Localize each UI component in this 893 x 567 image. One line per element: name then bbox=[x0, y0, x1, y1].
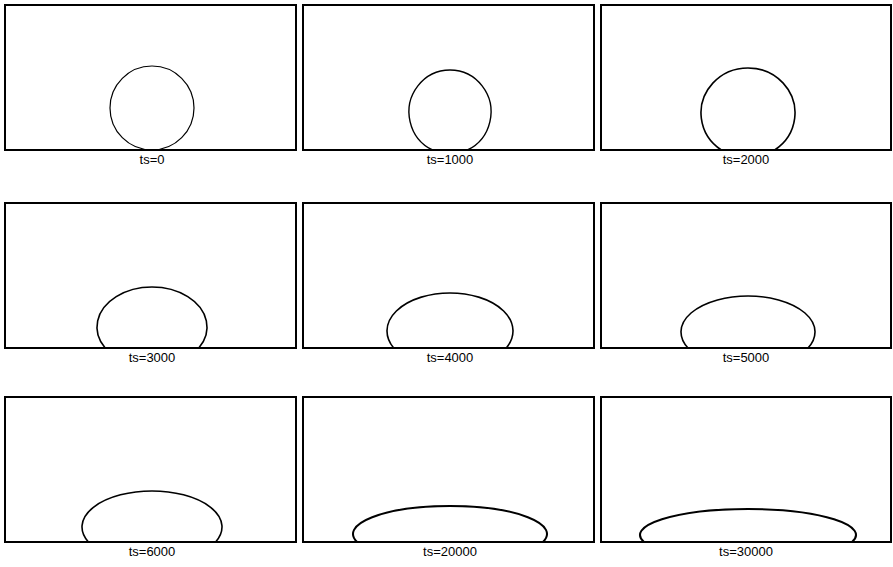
droplet-outline bbox=[353, 506, 547, 542]
droplet-outline bbox=[82, 491, 222, 542]
time-step-caption: ts=2000 bbox=[723, 152, 770, 168]
time-step-caption: ts=1000 bbox=[427, 152, 474, 168]
panel-frame bbox=[303, 397, 594, 542]
panel bbox=[303, 203, 594, 348]
time-step-caption: ts=30000 bbox=[719, 544, 773, 560]
time-step-caption: ts=20000 bbox=[423, 544, 477, 560]
time-step-caption: ts=3000 bbox=[129, 350, 176, 366]
panel-frame bbox=[303, 5, 594, 150]
time-step-caption: ts=0 bbox=[140, 152, 165, 168]
panel bbox=[5, 5, 296, 150]
panel bbox=[601, 5, 891, 150]
droplet-outline bbox=[97, 287, 207, 348]
panel bbox=[5, 397, 296, 542]
panel-frame bbox=[601, 203, 891, 348]
panel bbox=[601, 203, 891, 348]
droplet-outline bbox=[110, 66, 194, 150]
panel bbox=[601, 397, 891, 542]
panel-frame bbox=[303, 203, 594, 348]
panel-frame bbox=[5, 5, 296, 150]
panel-frame bbox=[5, 203, 296, 348]
droplet-outline bbox=[640, 509, 856, 542]
panel-frame bbox=[601, 397, 891, 542]
droplet-outline bbox=[387, 293, 513, 348]
time-step-caption: ts=4000 bbox=[427, 350, 474, 366]
panel bbox=[303, 397, 594, 542]
droplet-outline bbox=[681, 296, 815, 348]
droplet-outline bbox=[409, 70, 491, 150]
time-step-caption: ts=6000 bbox=[129, 544, 176, 560]
droplet-outline bbox=[701, 68, 795, 150]
panel bbox=[303, 5, 594, 150]
panel-frame bbox=[5, 397, 296, 542]
panel-frame bbox=[601, 5, 891, 150]
time-step-caption: ts=5000 bbox=[723, 350, 770, 366]
panel bbox=[5, 203, 296, 348]
